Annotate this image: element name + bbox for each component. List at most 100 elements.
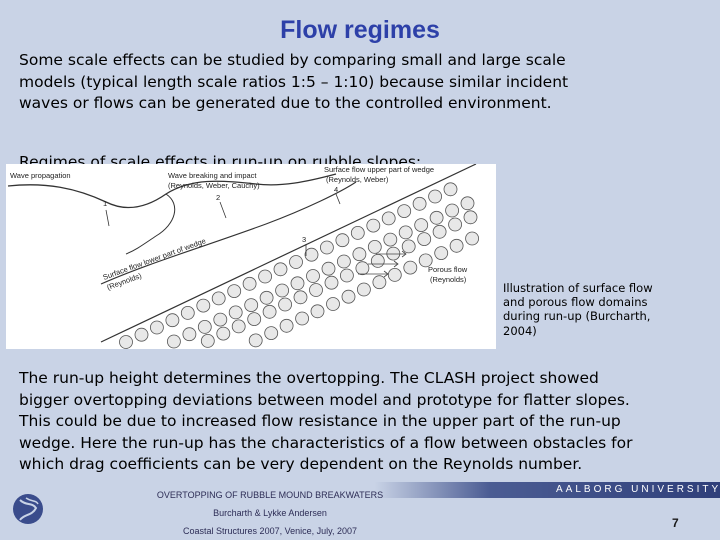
marker-4: 4 bbox=[334, 185, 338, 194]
page-number: 7 bbox=[672, 516, 679, 530]
footer-authors: Burcharth & Lykke Andersen bbox=[213, 508, 327, 518]
rubble-stone bbox=[355, 261, 370, 276]
rubble-stone bbox=[428, 189, 443, 204]
rubble-stone bbox=[293, 290, 308, 305]
rubble-stone bbox=[273, 262, 288, 277]
rubble-stone bbox=[341, 289, 356, 304]
rubble-stone bbox=[356, 282, 371, 297]
rubble-stone bbox=[248, 333, 263, 348]
rubble-stone bbox=[387, 268, 402, 282]
footer-presentation-title: OVERTOPPING OF RUBBLE MOUND BREAKWATERS bbox=[156, 490, 384, 500]
slide-title: Flow regimes bbox=[280, 16, 440, 44]
rubble-stone bbox=[372, 275, 387, 290]
rubble-stone bbox=[397, 204, 412, 218]
rubble-stone bbox=[216, 326, 231, 341]
label-surface-lower-1: Surface flow lower part of wedge bbox=[102, 236, 207, 282]
rubble-stones bbox=[119, 182, 480, 349]
rubble-stone bbox=[258, 269, 273, 284]
footer-bar bbox=[0, 482, 720, 498]
rubble-stone bbox=[443, 182, 458, 197]
rubble-stone bbox=[166, 334, 181, 349]
label-surface-upper-1: Surface flow upper part of wedge bbox=[324, 165, 434, 174]
rubble-stone bbox=[211, 291, 226, 306]
rubble-stone bbox=[381, 211, 396, 226]
marker-1: 1 bbox=[103, 199, 107, 208]
university-name: AALBORG UNIVERSITY bbox=[556, 484, 720, 495]
rubble-stone bbox=[370, 254, 385, 268]
rubble-stone bbox=[414, 218, 429, 232]
runup-wedge-surface bbox=[100, 181, 357, 285]
rubble-stone bbox=[278, 297, 293, 312]
figure-caption: Illustration of surface flow and porous … bbox=[503, 281, 653, 338]
rubble-stone bbox=[149, 320, 164, 335]
rubble-stone bbox=[460, 196, 475, 211]
rubble-stone bbox=[213, 312, 228, 327]
breaking-wave bbox=[125, 193, 176, 255]
rubble-stone bbox=[429, 210, 444, 225]
rubble-stone bbox=[432, 224, 447, 239]
label-porous-flow-2: (Reynolds) bbox=[430, 275, 467, 284]
rubble-stone bbox=[412, 196, 427, 211]
rubble-stone bbox=[165, 313, 180, 328]
label-wave-breaking-2: (Reynolds, Weber, Cauchy) bbox=[168, 181, 260, 190]
rubble-stone bbox=[306, 269, 320, 283]
rubble-stone bbox=[295, 311, 310, 326]
rubble-stone bbox=[228, 305, 243, 320]
rubble-stone bbox=[275, 283, 290, 298]
rubble-stone bbox=[463, 210, 478, 225]
rubble-stone bbox=[418, 253, 433, 268]
rubble-stone bbox=[321, 261, 336, 276]
rubble-stone bbox=[262, 304, 277, 319]
intro-paragraph: Some scale effects can be studied by com… bbox=[19, 51, 569, 113]
rubble-stone bbox=[242, 276, 257, 291]
rubble-stone bbox=[200, 333, 215, 348]
label-surface-upper-2: (Reynolds, Weber) bbox=[326, 175, 389, 184]
rubble-stone bbox=[403, 260, 418, 275]
rubble-stone bbox=[290, 276, 305, 291]
rubble-stone bbox=[319, 240, 334, 255]
rubble-stone bbox=[304, 247, 319, 262]
body-paragraph: The run-up height determines the overtop… bbox=[19, 369, 633, 474]
rubble-stone bbox=[244, 298, 259, 313]
footer-conference: Coastal Structures 2007, Venice, July, 2… bbox=[183, 526, 357, 536]
label-wave-propagation: Wave propagation bbox=[10, 171, 71, 180]
marker-3: 3 bbox=[302, 235, 306, 244]
rubble-stone bbox=[309, 283, 323, 297]
rubble-stone bbox=[398, 225, 413, 240]
rubble-stone bbox=[289, 255, 303, 269]
runup-flow-illustration: Wave propagation Wave breaking and impac… bbox=[6, 163, 496, 349]
rubble-stone bbox=[197, 319, 212, 334]
rubble-stone bbox=[339, 268, 354, 283]
rubble-stone bbox=[448, 217, 463, 232]
rubble-stone bbox=[326, 297, 340, 311]
rubble-stone bbox=[401, 239, 416, 254]
rubble-stone bbox=[227, 284, 242, 298]
label-wave-breaking-1: Wave breaking and impact bbox=[168, 171, 257, 180]
rubble-stone bbox=[366, 218, 381, 233]
rubble-stone bbox=[119, 335, 133, 349]
rubble-stone bbox=[350, 226, 365, 240]
rubble-stone bbox=[247, 312, 262, 327]
marker-2: 2 bbox=[216, 193, 220, 202]
rubble-stone bbox=[445, 203, 460, 218]
rubble-stone bbox=[310, 304, 325, 319]
rubble-stone bbox=[335, 233, 350, 248]
rubble-stone bbox=[259, 290, 274, 305]
rubble-stone bbox=[449, 238, 464, 253]
rubble-stone bbox=[352, 247, 367, 262]
rubble-stone bbox=[196, 298, 211, 313]
slope-line bbox=[100, 163, 477, 343]
university-logo-icon bbox=[4, 490, 52, 528]
rubble-stone bbox=[434, 246, 449, 260]
runup-flow-diagram: Wave propagation Wave breaking and impac… bbox=[7, 163, 480, 349]
rubble-stone bbox=[180, 305, 195, 320]
rubble-stone bbox=[336, 254, 351, 269]
rubble-stone bbox=[279, 318, 294, 333]
rubble-stone bbox=[231, 319, 246, 334]
rubble-stone bbox=[134, 327, 149, 342]
rubble-stone bbox=[182, 327, 197, 342]
rubble-stone bbox=[264, 326, 279, 341]
rubble-stone bbox=[367, 240, 382, 254]
rubble-stone bbox=[383, 232, 398, 247]
rubble-stone bbox=[465, 231, 480, 246]
